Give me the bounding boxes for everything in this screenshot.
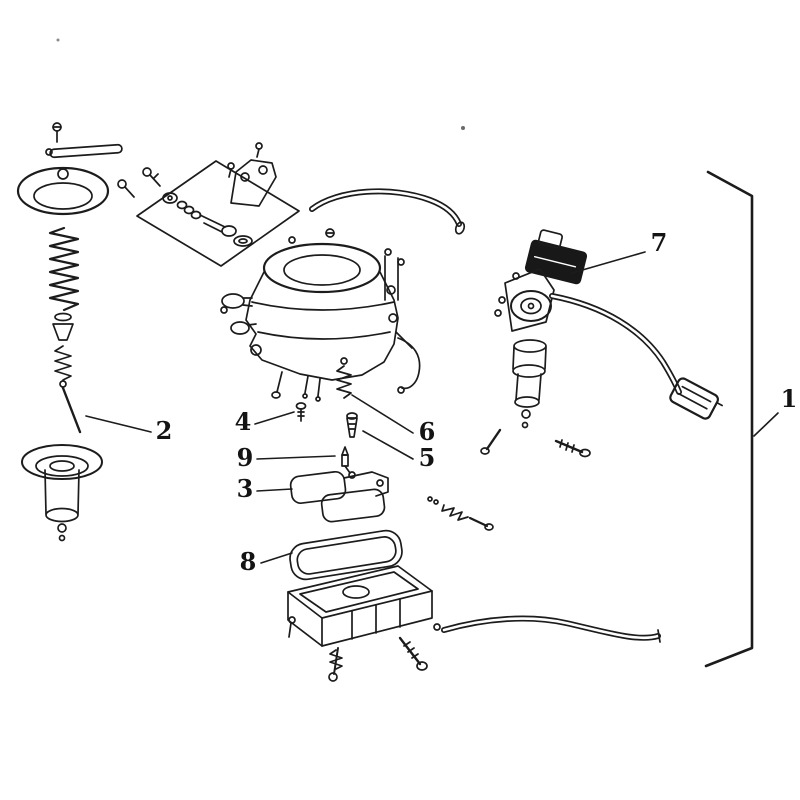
callout-label-7: 7: [651, 228, 668, 257]
callout-label-6: 6: [419, 417, 436, 446]
leader-line-1: [753, 412, 779, 437]
leader-line-6: [351, 394, 414, 434]
float-pin-spring-screw: [427, 496, 494, 531]
electric-choke-assembly: [480, 229, 591, 458]
callout-label-3: 3: [237, 474, 254, 503]
callout-label-2: 2: [156, 416, 173, 445]
choke-wire: [549, 293, 682, 395]
leader-line-5: [362, 430, 414, 460]
callout-labels: 1 2 3 4 5 6 7 8 9: [156, 228, 798, 576]
leader-line-2: [85, 415, 152, 433]
leader-line-4: [254, 411, 295, 425]
bowl-gasket: [289, 529, 403, 581]
leader-lines: [85, 251, 779, 564]
pilot-jet-and-screws: [295, 357, 358, 479]
leader-line-9: [256, 455, 336, 460]
leader-line-7: [571, 251, 646, 274]
leader-line-3: [256, 488, 293, 492]
float-bowl: [287, 565, 433, 682]
callout-label-8: 8: [240, 547, 257, 576]
assembly-bracket: [704, 170, 754, 668]
callout-label-4: 4: [235, 407, 252, 436]
jet-gasket-plate: [117, 160, 300, 267]
float: [289, 470, 389, 523]
diagram-artwork: [16, 38, 779, 682]
fuel-hose: [433, 615, 661, 643]
wire-connector: [669, 377, 723, 420]
diaphragm-cover-assembly: [16, 122, 123, 434]
top-bracket: [227, 142, 277, 207]
scan-specks: [56, 38, 465, 130]
callout-label-5: 5: [419, 443, 436, 472]
callout-label-1: 1: [781, 384, 798, 413]
vent-hose: [309, 188, 466, 235]
slide-diaphragm-assembly: [21, 444, 103, 542]
carburetor-body: [220, 228, 421, 402]
callout-label-9: 9: [237, 443, 254, 472]
leader-line-8: [260, 552, 293, 564]
